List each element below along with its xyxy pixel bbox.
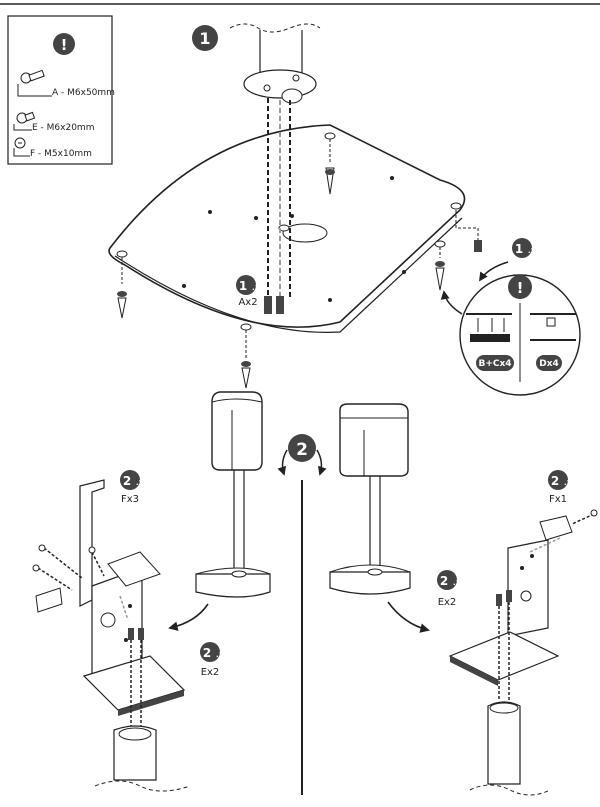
svg-text:2: 2 — [551, 474, 559, 488]
svg-text:.1: .1 — [252, 284, 260, 292]
svg-text:2: 2 — [203, 646, 211, 660]
step-1-badge: 1 — [192, 25, 218, 51]
column-top — [229, 23, 321, 104]
step-2-1-right-badge: 2 .1 — [437, 570, 461, 590]
bracket-assembly-right — [448, 509, 598, 796]
option-a-label: B+Cx4 — [478, 359, 511, 369]
arrow-icon — [387, 601, 430, 633]
step-2-2-right-badge: 2 .2 — [548, 470, 572, 490]
screw-e-icon — [16, 111, 36, 124]
svg-text:.2: .2 — [564, 479, 572, 487]
svg-text:1: 1 — [239, 279, 247, 293]
svg-text:2: 2 — [296, 440, 308, 460]
spike-foot-icon — [116, 250, 128, 319]
svg-text:.2: .2 — [136, 479, 144, 487]
legend-item-f: F - M5x10mm — [30, 149, 92, 159]
step-2-2-left-badge: 2 .2 — [120, 470, 144, 490]
svg-text:.1: .1 — [453, 579, 461, 587]
svg-text:!: ! — [61, 36, 68, 54]
step-2-1-right-qty: Ex2 — [438, 597, 457, 608]
step-2-2-right-qty: Fx1 — [549, 494, 567, 505]
step-2-1-left-qty: Ex2 — [201, 667, 220, 678]
svg-text:2: 2 — [123, 474, 131, 488]
legend-item-e: E - M6x20mm — [32, 123, 94, 133]
spike-foot-icon — [240, 323, 252, 389]
rotate-right-icon — [316, 449, 327, 476]
svg-text:.2: .2 — [528, 247, 536, 255]
legend-item-a: A - M6x50mm — [52, 88, 115, 98]
option-b-label: Dx4 — [539, 359, 559, 369]
arrow-icon — [440, 290, 463, 315]
screw-a-icon — [20, 69, 45, 84]
bracket-assembly-left — [32, 479, 191, 792]
warning-icon — [508, 275, 532, 299]
svg-text:.1: .1 — [216, 651, 224, 659]
spike-foot-icon — [434, 202, 482, 291]
step-2-1-left-badge: 2 .1 — [200, 642, 224, 662]
hardware-legend: ! A - M6x50mm E - M6x20mm F - M5x10mm — [7, 15, 115, 165]
step-1-2-badge: 1 .2 — [512, 238, 536, 258]
step-1-1-qty: Ax2 — [238, 297, 257, 308]
step-2-2-left-qty: Fx3 — [121, 494, 139, 505]
spike-foot-icon — [324, 132, 336, 195]
svg-text:1: 1 — [199, 29, 210, 48]
svg-text:2: 2 — [440, 574, 448, 588]
arrow-icon — [479, 261, 509, 282]
speaker-stand-base — [108, 124, 466, 334]
svg-text:1: 1 — [515, 242, 523, 256]
speaker-on-stand-left — [195, 391, 271, 598]
warning-icon — [53, 33, 75, 55]
screw-f-icon — [14, 137, 26, 149]
svg-text:!: ! — [517, 279, 524, 297]
rotate-left-icon — [277, 449, 288, 476]
speaker-on-stand-right — [329, 403, 411, 595]
step-1-1-badge: 1 .1 — [236, 275, 260, 295]
foot-options-detail: ! B+Cx4 Dx4 — [459, 274, 581, 396]
bolt-guides — [264, 98, 291, 314]
arrow-icon — [168, 603, 209, 631]
step-2-badge: 2 — [288, 434, 316, 462]
